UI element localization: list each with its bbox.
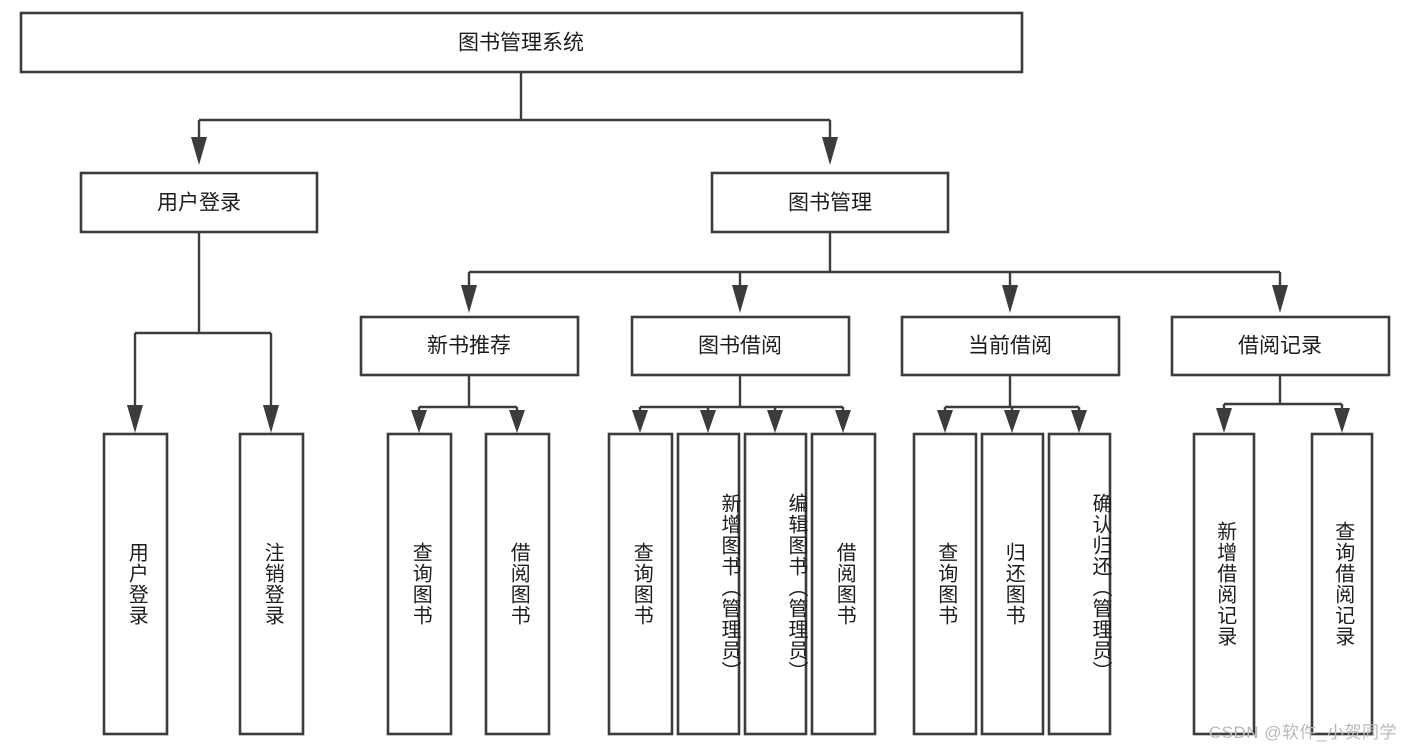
node-borrow-record-box[interactable] bbox=[1170, 315, 1391, 377]
node-user-login-box[interactable] bbox=[79, 171, 319, 234]
arrow-user-login-l2 bbox=[263, 405, 279, 433]
node-book-management-label: 图书管理 bbox=[788, 192, 872, 215]
node-current-borrow-label: 当前借阅 bbox=[968, 335, 1052, 358]
node-new-book-recommend-label: 新书推荐 bbox=[427, 335, 511, 358]
arrow-bb-l1 bbox=[632, 410, 648, 433]
node-current-borrow-box[interactable] bbox=[900, 315, 1121, 377]
node-book-borrow[interactable]: 图书借阅 bbox=[630, 315, 851, 377]
arrow-nb-l1 bbox=[411, 410, 427, 433]
leaf-box-current-borrow-3[interactable] bbox=[1047, 432, 1112, 736]
arrow-bm-to-new-book bbox=[461, 285, 477, 313]
edges-user-login-to-leaves bbox=[127, 232, 279, 433]
leaf-box-new-book-1[interactable] bbox=[386, 432, 453, 736]
node-book-management[interactable]: 图书管理 bbox=[710, 171, 950, 234]
arrow-cb-l2 bbox=[1004, 410, 1020, 433]
arrow-bb-l4 bbox=[835, 410, 851, 433]
arrow-root-to-user-login bbox=[191, 137, 207, 165]
edges-book-borrow-to-leaves bbox=[632, 375, 851, 433]
arrow-cb-l3 bbox=[1071, 410, 1087, 433]
leaf-box-book-borrow-4[interactable] bbox=[810, 432, 877, 736]
node-root-box[interactable] bbox=[19, 11, 1024, 74]
edges-borrow-record-to-leaves bbox=[1216, 375, 1350, 433]
leaf-box-current-borrow-1[interactable] bbox=[912, 432, 978, 736]
node-user-login-label: 用户登录 bbox=[157, 192, 241, 215]
arrow-bb-l3 bbox=[767, 410, 783, 433]
leaf-box-borrow-record-2[interactable] bbox=[1310, 432, 1374, 736]
arrow-bm-to-book-borrow bbox=[732, 285, 748, 313]
arrow-cb-l1 bbox=[937, 410, 953, 433]
node-book-borrow-label: 图书借阅 bbox=[698, 335, 782, 358]
edges-root-to-level2 bbox=[191, 72, 838, 165]
leaf-box-book-borrow-2[interactable] bbox=[676, 432, 741, 736]
leaf-box-new-book-2[interactable] bbox=[484, 432, 551, 736]
edges-book-mgmt-to-level3 bbox=[461, 232, 1288, 313]
arrow-bm-to-borrow-record bbox=[1272, 285, 1288, 313]
edges-new-book-to-leaves bbox=[411, 375, 525, 433]
arrow-nb-l2 bbox=[509, 410, 525, 433]
leaf-box-borrow-record-1[interactable] bbox=[1192, 432, 1256, 736]
leaf-box-user-login-1[interactable] bbox=[102, 432, 169, 736]
node-root-label: 图书管理系统 bbox=[458, 32, 584, 55]
watermark: CSDN @软件_小贺同学 bbox=[1208, 723, 1397, 742]
node-current-borrow[interactable]: 当前借阅 bbox=[900, 315, 1121, 377]
arrow-bm-to-current-borrow bbox=[1002, 285, 1018, 313]
node-book-borrow-box[interactable] bbox=[630, 315, 851, 377]
arrow-br-l2 bbox=[1334, 408, 1350, 433]
arrow-root-to-book-mgmt bbox=[822, 137, 838, 165]
arrow-br-l1 bbox=[1216, 408, 1232, 433]
arrow-bb-l2 bbox=[700, 410, 716, 433]
node-borrow-record-label: 借阅记录 bbox=[1238, 335, 1322, 358]
node-root[interactable]: 图书管理系统 bbox=[19, 11, 1024, 74]
arrow-user-login-l1 bbox=[127, 405, 143, 433]
node-new-book-recommend-box[interactable] bbox=[359, 315, 580, 377]
node-new-book-recommend[interactable]: 新书推荐 bbox=[359, 315, 580, 377]
leaf-box-book-borrow-1[interactable] bbox=[607, 432, 674, 736]
node-borrow-record[interactable]: 借阅记录 bbox=[1170, 315, 1391, 377]
node-book-management-box[interactable] bbox=[710, 171, 950, 234]
leaf-box-book-borrow-3[interactable] bbox=[743, 432, 808, 736]
node-user-login[interactable]: 用户登录 bbox=[79, 171, 319, 234]
edges-current-borrow-to-leaves bbox=[937, 375, 1087, 433]
leaf-box-user-login-2[interactable] bbox=[238, 432, 305, 736]
leaf-box-current-borrow-2[interactable] bbox=[980, 432, 1045, 736]
